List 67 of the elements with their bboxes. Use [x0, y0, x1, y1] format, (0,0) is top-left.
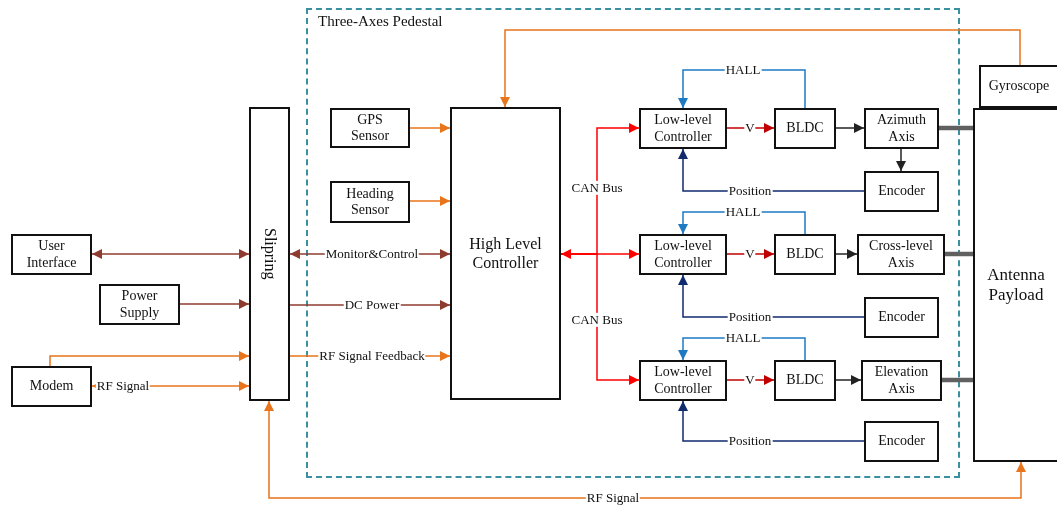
- group-title: Three-Axes Pedestal: [318, 13, 443, 31]
- process-box: [864, 421, 939, 462]
- process-box: [639, 108, 727, 149]
- slipring-box: [249, 107, 290, 401]
- node-label: BLDC: [786, 246, 824, 263]
- node-label: High Level Controller: [468, 235, 543, 272]
- node-label: Power Supply: [118, 288, 161, 321]
- arrow: [409, 196, 451, 206]
- node-label: Low-level Controller: [653, 112, 713, 145]
- process-box: [864, 171, 939, 212]
- arrow: [726, 375, 775, 385]
- process-box: [99, 284, 180, 325]
- node-label: Modem: [29, 378, 74, 395]
- arrow: [560, 253, 640, 385]
- arrow: [409, 123, 451, 133]
- arrow: [726, 123, 775, 133]
- node-label: Encoder: [878, 183, 925, 200]
- edge-label: RF Signal: [95, 378, 151, 394]
- arrow: [179, 299, 250, 309]
- node-label: Gyroscope: [988, 78, 1050, 95]
- process-box: [11, 366, 92, 407]
- arrow: [835, 249, 858, 259]
- node-label: Antenna Payload: [986, 265, 1046, 305]
- process-box: [330, 108, 410, 148]
- arrow: [500, 29, 1021, 108]
- arrow: [91, 249, 250, 259]
- process-box: [857, 234, 945, 275]
- edge-label: RF Signal Feedback: [318, 348, 426, 364]
- node-label: Encoder: [878, 309, 925, 326]
- shaft-link: [939, 125, 973, 131]
- node-label: Low-level Controller: [653, 238, 713, 271]
- edge-label: CAN Bus: [570, 312, 624, 328]
- edge-label: RF Signal: [585, 490, 641, 506]
- node-label: Encoder: [878, 433, 925, 450]
- process-box: [979, 65, 1057, 108]
- arrow: [896, 148, 906, 172]
- arrow: [726, 249, 775, 259]
- arrow: [835, 375, 862, 385]
- node-label: Slipring: [260, 228, 279, 280]
- node-label: Heading Sensor: [345, 185, 395, 219]
- arrow: [835, 123, 865, 133]
- node-label: Cross-level Axis: [868, 238, 934, 271]
- shaft-link: [942, 377, 973, 383]
- process-box: [864, 108, 939, 149]
- arrow: [49, 351, 250, 367]
- dashed-group-frame: [306, 8, 960, 478]
- payload-box: [973, 108, 1057, 462]
- process-box: [774, 234, 836, 275]
- node-label: BLDC: [786, 120, 824, 137]
- process-box: [774, 360, 836, 401]
- node-label: BLDC: [786, 372, 824, 389]
- process-box: [861, 360, 942, 401]
- node-label: User Interface: [25, 238, 78, 271]
- node-label: Elevation Axis: [873, 364, 930, 397]
- process-box: [774, 108, 836, 149]
- process-box: [639, 234, 727, 275]
- process-box: [639, 360, 727, 401]
- node-label: Low-level Controller: [653, 364, 713, 397]
- edge-label: CAN Bus: [570, 180, 624, 196]
- process-box: [864, 297, 939, 338]
- shaft-link: [945, 251, 973, 257]
- node-label: Azimuth Axis: [876, 112, 927, 145]
- controller-box: [450, 107, 561, 400]
- process-box: [11, 234, 92, 275]
- process-box: [330, 181, 410, 223]
- arrow: [264, 400, 1026, 499]
- node-label: GPS Sensor: [349, 111, 391, 145]
